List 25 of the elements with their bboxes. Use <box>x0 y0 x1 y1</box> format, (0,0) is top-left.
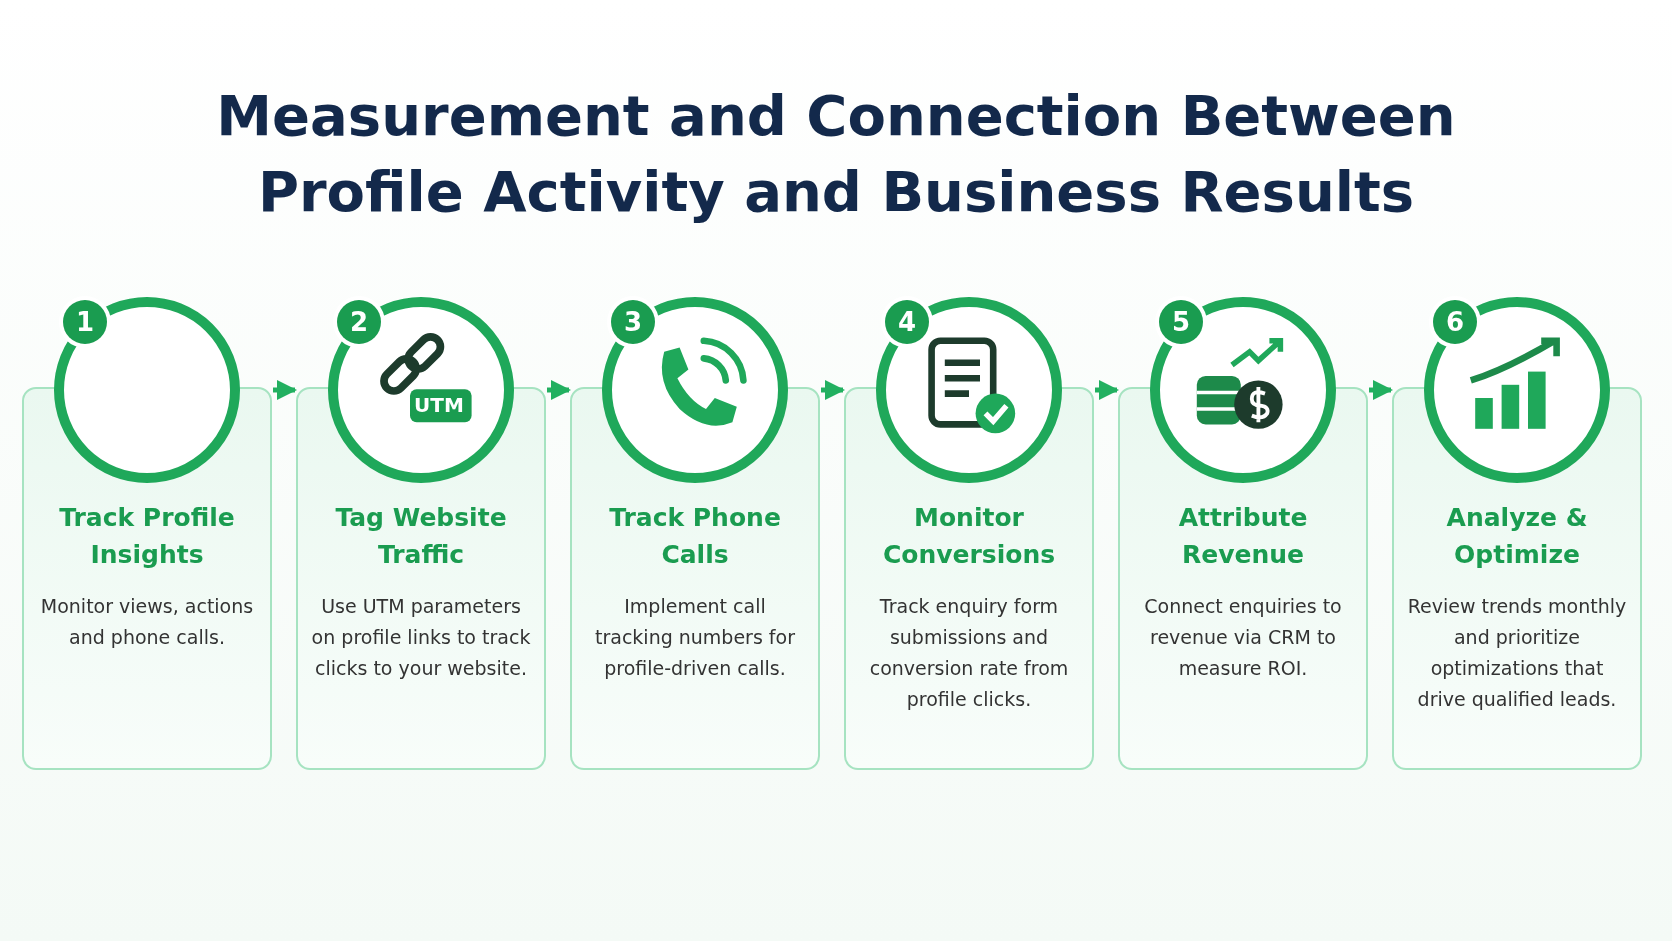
step-description: Use UTM parameters on profile links to track clicks to your website. <box>310 594 532 681</box>
step-title: Monitor Conversions <box>881 502 1057 571</box>
arrow <box>1095 380 1119 400</box>
arrow <box>273 380 297 400</box>
tag-text: UTM <box>413 392 465 419</box>
arrow <box>821 380 845 400</box>
step-title: Tag Website Traffic <box>334 502 508 571</box>
step-number: 3 <box>611 300 655 344</box>
step-description: Track enquiry form submissions and conversion rate from profile clicks. <box>868 594 1070 712</box>
step-title: Track Phone Calls <box>608 502 782 571</box>
step-number: 2 <box>337 300 381 344</box>
step-number: 4 <box>885 300 929 344</box>
step-description: Review trends monthly and prioritize optimizations that drive qualified leads. <box>1406 594 1628 712</box>
step-title: Analyze & Optimize <box>1445 502 1589 571</box>
arrow <box>1369 380 1393 400</box>
step-description: Connect enquiries to revenue via CRM to measure ROI. <box>1143 594 1343 681</box>
step-description: Monitor views, actions and phone calls. <box>39 594 255 650</box>
title: Measurement and Connection Between Profile Activity and Business Results <box>215 82 1457 226</box>
step-number: 6 <box>1433 300 1477 344</box>
step-title: Attribute Revenue <box>1177 502 1309 571</box>
step-number: 5 <box>1159 300 1203 344</box>
arrow <box>547 380 571 400</box>
step-number: 1 <box>63 300 107 344</box>
step-description: Implement call tracking numbers for profile-driven calls. <box>594 594 796 681</box>
step-title: Track Profile Insights <box>58 502 236 571</box>
